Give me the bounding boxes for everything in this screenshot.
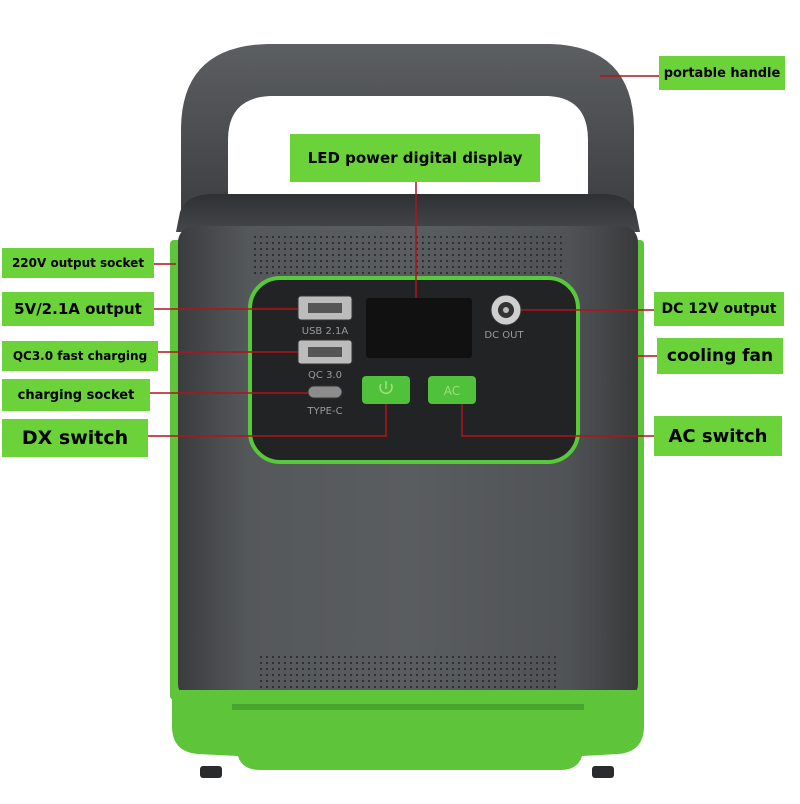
- ac-button[interactable]: [428, 376, 476, 404]
- leader-lines: [148, 75, 659, 437]
- left-foot: [200, 766, 222, 778]
- front-panel-frame: [248, 276, 580, 464]
- usb-port-label: USB 2.1A: [302, 326, 349, 337]
- right-foot: [592, 766, 614, 778]
- led-display: [366, 298, 472, 358]
- label-cooling-fan: cooling fan: [657, 338, 783, 374]
- typec-label: TYPE-C: [306, 406, 342, 417]
- label-ac-switch: AC switch: [654, 416, 782, 456]
- handle: [181, 44, 634, 216]
- dx-power-button[interactable]: [362, 376, 410, 404]
- leader-dx: [148, 404, 387, 437]
- label-usb-output: 5V/2.1A output: [2, 292, 154, 326]
- bottom-vent-grille: [256, 652, 556, 694]
- qc-port-label: QC 3.0: [308, 370, 342, 381]
- label-portable-handle: portable handle: [659, 56, 785, 90]
- base-shadow: [232, 704, 584, 710]
- label-220v-output-socket: 220V output socket: [2, 248, 154, 278]
- top-vent-grille: [252, 236, 566, 276]
- green-base: [172, 690, 644, 770]
- power-icon: [379, 381, 393, 395]
- label-led-display: LED power digital display: [290, 134, 540, 182]
- top-shoulder: [176, 194, 640, 232]
- dc-out-label: DC OUT: [484, 330, 524, 341]
- leader-ac: [461, 404, 654, 437]
- label-charging-socket: charging socket: [2, 379, 150, 411]
- label-dc-output: DC 12V output: [654, 292, 784, 326]
- typec-port: [307, 385, 343, 399]
- label-dx-switch: DX switch: [2, 419, 148, 457]
- ac-button-label: AC: [444, 384, 460, 398]
- label-qc-fast-charging: QC3.0 fast charging: [2, 341, 158, 371]
